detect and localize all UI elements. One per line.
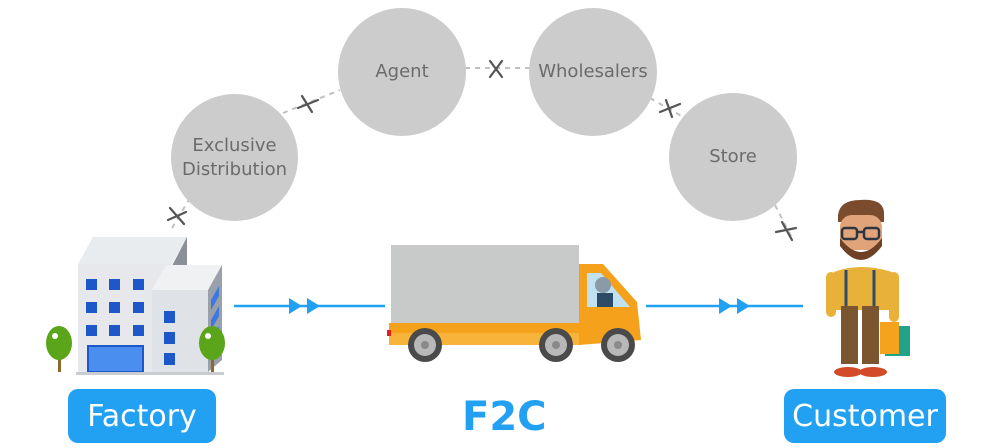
node-store: Store xyxy=(669,93,797,221)
node-label-line: Exclusive xyxy=(192,135,277,157)
wheel-icon xyxy=(539,328,573,362)
node-label: Wholesalers xyxy=(538,61,648,83)
node-exclusive-distribution: Exclusive Distribution xyxy=(171,94,298,221)
arrowhead-icon xyxy=(719,298,732,314)
node-label: Agent xyxy=(375,61,429,83)
flow-arrow-truck-customer xyxy=(646,298,803,314)
cut-mark-icon xyxy=(488,59,504,79)
shopping-bag-icon xyxy=(880,322,910,356)
cut-mark-icon xyxy=(774,220,798,242)
tree-icon xyxy=(46,326,72,372)
arrowhead-icon xyxy=(289,298,302,314)
model-title: F2C xyxy=(462,394,547,440)
factory-label: Factory xyxy=(68,389,216,443)
cut-mark-icon xyxy=(658,98,682,119)
cut-mark-icon xyxy=(166,206,188,226)
customer-label-text: Customer xyxy=(792,398,938,434)
driver-icon xyxy=(595,277,613,307)
arrowhead-icon xyxy=(737,298,750,314)
wheel-icon xyxy=(408,328,442,362)
wheel-icon xyxy=(601,328,635,362)
node-agent: Agent xyxy=(338,8,466,136)
factory-label-text: Factory xyxy=(87,398,197,434)
cut-mark-icon xyxy=(296,94,320,114)
arrowhead-icon xyxy=(307,298,320,314)
tree-icon xyxy=(199,326,225,372)
node-label: Store xyxy=(709,146,757,168)
node-label-line: Distribution xyxy=(181,158,287,180)
node-wholesalers: Wholesalers xyxy=(529,8,657,136)
flow-arrow-factory-truck xyxy=(234,298,385,314)
customer-label: Customer xyxy=(784,389,946,443)
glasses-icon xyxy=(840,226,881,241)
